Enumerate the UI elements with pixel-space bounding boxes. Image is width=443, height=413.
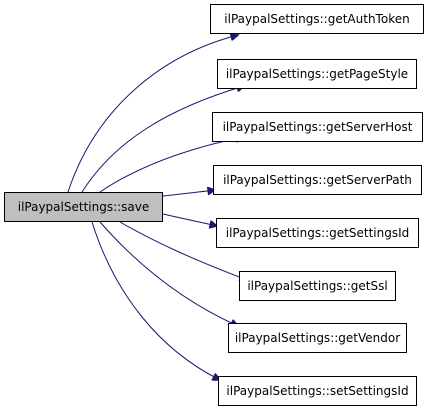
- node-getSsl-label: ilPaypalSettings::getSsl: [247, 279, 387, 293]
- node-getServerHost[interactable]: ilPaypalSettings::getServerHost: [212, 112, 423, 142]
- node-getAuthToken[interactable]: ilPaypalSettings::getAuthToken: [210, 4, 424, 34]
- edge-save-getPageStyle: [81, 86, 244, 193]
- edges: [67, 35, 247, 380]
- node-getSettingsId-label: ilPaypalSettings::getSettingsId: [226, 226, 410, 240]
- node-getServerHost-label: ilPaypalSettings::getServerHost: [223, 120, 413, 134]
- node-getSettingsId[interactable]: ilPaypalSettings::getSettingsId: [216, 218, 419, 248]
- edge-save-getServerPath: [162, 190, 215, 197]
- node-root-label: ilPaypalSettings::save: [18, 200, 150, 214]
- node-getPageStyle[interactable]: ilPaypalSettings::getPageStyle: [217, 59, 417, 89]
- node-setSettingsId-label: ilPaypalSettings::setSettingsId: [226, 384, 408, 398]
- edge-save-getSettingsId: [162, 213, 217, 226]
- edge-save-getAuthToken: [67, 35, 238, 193]
- node-getServerPath[interactable]: ilPaypalSettings::getServerPath: [213, 165, 422, 195]
- node-getSsl[interactable]: ilPaypalSettings::getSsl: [239, 271, 396, 301]
- node-root[interactable]: ilPaypalSettings::save: [4, 192, 163, 222]
- node-getVendor-label: ilPaypalSettings::getVendor: [235, 331, 400, 345]
- node-setSettingsId[interactable]: ilPaypalSettings::setSettingsId: [218, 376, 417, 406]
- node-getServerPath-label: ilPaypalSettings::getServerPath: [223, 173, 412, 187]
- node-getVendor[interactable]: ilPaypalSettings::getVendor: [228, 323, 407, 353]
- edge-save-getSsl: [119, 221, 247, 280]
- node-getPageStyle-label: ilPaypalSettings::getPageStyle: [226, 67, 408, 81]
- edge-save-getVendor: [99, 221, 238, 326]
- node-getAuthToken-label: ilPaypalSettings::getAuthToken: [224, 12, 409, 26]
- edge-save-setSettingsId: [91, 221, 220, 380]
